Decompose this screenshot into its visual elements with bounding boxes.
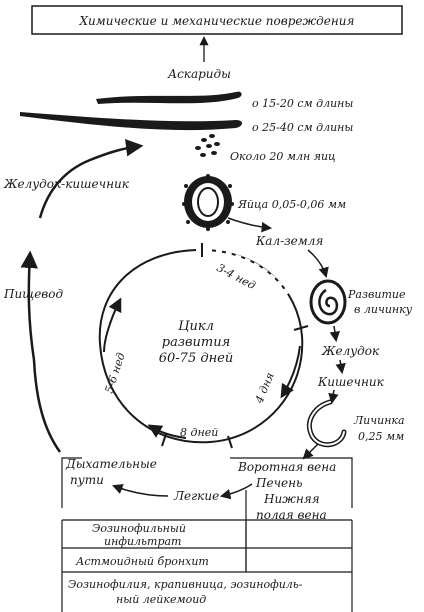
arrow-airways-to-esophagus (32, 359, 62, 453)
larva-line1: Личинка (353, 414, 405, 427)
inner-arrow-right (280, 345, 301, 399)
arrow-egg-to-soil (227, 217, 273, 233)
table-row1-line1: Эозинофильный (92, 522, 186, 535)
liver-label: Печень (255, 476, 303, 490)
tick-right (293, 325, 309, 331)
female-length: о 15-20 см длины (252, 97, 353, 110)
development-line2: в личинку (354, 303, 413, 316)
worm-female-icon (96, 91, 242, 104)
larva-outline (308, 401, 345, 446)
inner-arrow-bottom (147, 424, 187, 439)
arrow-esophagus-up (20, 250, 38, 361)
table-row3-line2: ный лейкемоид (116, 593, 206, 606)
stomach-right-label: Желудок (321, 344, 380, 358)
cycle-line3: 60-75 дней (159, 351, 233, 366)
inner-arrow-left (103, 297, 122, 353)
weeks-3-4-label: 3-4 нед (215, 261, 258, 292)
larva-egg-icon (309, 279, 347, 325)
eggs-cluster-icon (195, 134, 220, 157)
egg-label: Яйца 0,05-0,06 мм (237, 198, 346, 211)
table-row1-line2: инфильтрат (104, 535, 181, 548)
arrow-to-portal-vein (302, 443, 319, 460)
symptoms-table (61, 519, 353, 612)
vena-cava-line1: Нижняя (263, 492, 320, 506)
vena-cava-line2: полая вена (256, 508, 327, 522)
tick-bottom-right (227, 435, 233, 449)
eggs-count: Около 20 млн яиц (230, 150, 336, 163)
worm-male-icon (20, 112, 242, 131)
development-line1: Развитие (347, 288, 406, 301)
gut-left-label: Желудок-кишечник (3, 177, 130, 191)
arrow-to-airways (112, 484, 169, 497)
arrow-to-stomach (329, 325, 341, 343)
cycle-line1: Цикл (178, 319, 214, 334)
arrow-gut-to-ascaris (38, 139, 144, 219)
days-8-label: 8 дней (180, 426, 218, 439)
table-row2: Астмоидный бронхит (75, 555, 209, 568)
arrow-to-intestine (335, 359, 346, 375)
cycle-line2: развития (162, 335, 230, 350)
arrow-to-larva (328, 389, 339, 405)
arrow-soil-to-development (307, 249, 329, 279)
male-length: о 25-40 см длины (252, 121, 353, 134)
arrow-to-lungs (219, 483, 253, 500)
tick-bottom-left (161, 433, 167, 447)
ascaris-title: Аскариды (167, 67, 231, 81)
airways-line1: Дыхательные (65, 457, 157, 471)
airways-line2: пути (70, 473, 104, 487)
inner-cycle (98, 243, 309, 449)
soil-label: Кал-земля (255, 234, 323, 248)
table-row3-line1: Эозинофилия, крапивница, эозинофиль- (68, 578, 303, 591)
top-box-label: Химические и механические повреждения (79, 14, 355, 28)
top-box (31, 5, 403, 35)
esophagus-label: Пищевод (3, 287, 64, 301)
lungs-label: Легкие (173, 489, 219, 503)
intestine-label: Кишечник (317, 375, 385, 389)
airways-bracket (61, 457, 353, 508)
dashed-segment (205, 248, 290, 295)
portal-vein-label: Воротная вена (237, 460, 336, 474)
days-4-label: 4 дня (252, 371, 276, 406)
egg-icon (182, 174, 234, 231)
larva-line2: 0,25 мм (358, 430, 404, 443)
